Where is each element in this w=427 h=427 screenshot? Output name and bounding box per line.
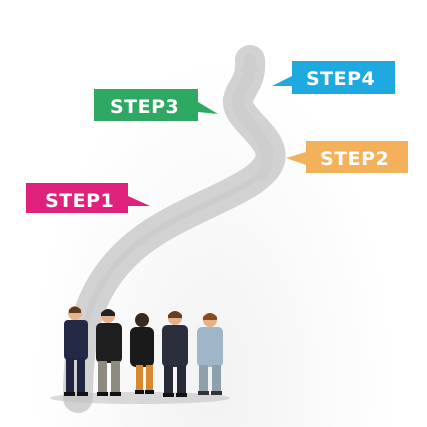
step2-sign: STEP2 [286,141,408,173]
step2-label: STEP2 [320,148,389,170]
road-upper [232,54,273,181]
figure-navy-suit [64,306,88,396]
figure-woman [130,313,154,394]
figure-black-jacket [96,309,122,396]
figure-dark-suit [162,311,188,397]
step1-sign: STEP1 [26,183,150,213]
step4-sign: STEP4 [272,61,395,94]
step4-label: STEP4 [306,68,375,90]
step3-label: STEP3 [110,96,179,118]
step3-sign: STEP3 [94,89,218,121]
figure-light-blue-jacket [197,313,223,395]
arrow-head-icon [240,58,260,72]
step1-label: STEP1 [45,190,114,212]
